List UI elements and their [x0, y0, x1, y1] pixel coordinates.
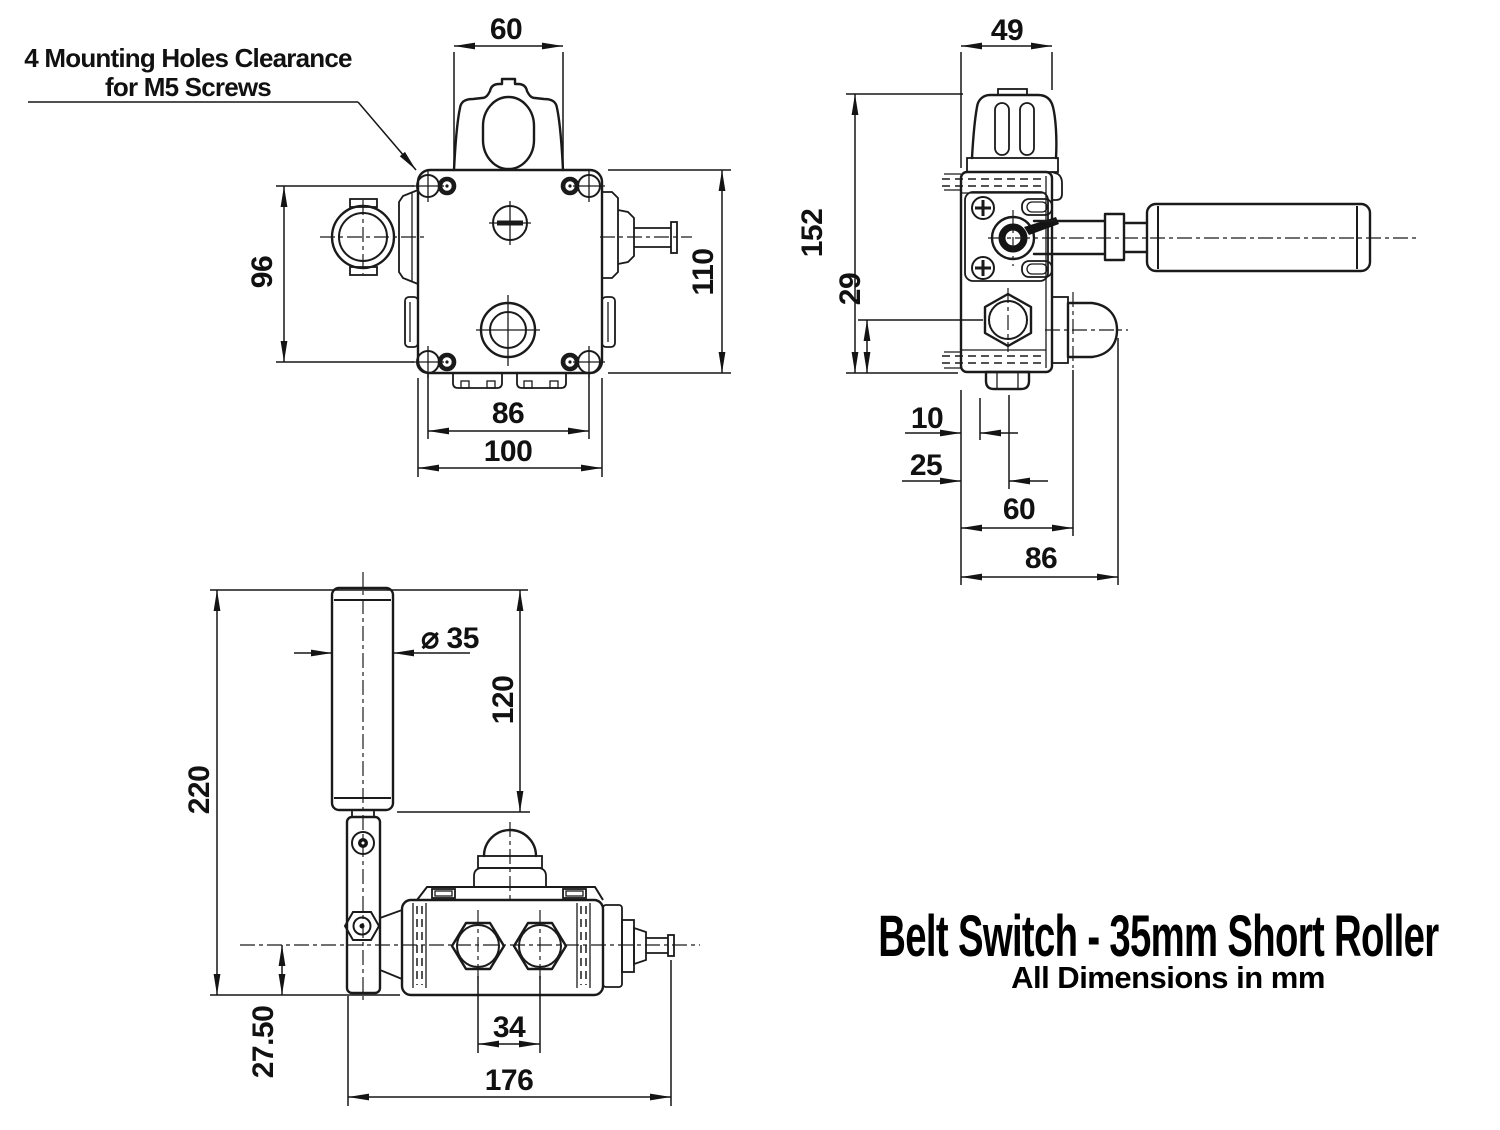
dim-overall-width: 176	[484, 1064, 534, 1097]
mounting-note-line2: for M5 Screws	[105, 72, 272, 102]
mounting-note-line1: 4 Mounting Holes Clearance	[24, 43, 352, 73]
top-view	[210, 572, 700, 1106]
dim-hole-spacing-horizontal: 86	[491, 397, 525, 430]
dim-overall-depth: 86	[1024, 542, 1058, 575]
dim-roller-length: 120	[487, 675, 520, 725]
title-block: Belt Switch - 35mm Short Roller	[842, 904, 1474, 969]
dim-overall-height: 152	[796, 208, 829, 258]
dim-slot-offset: 10	[910, 402, 944, 435]
dim-bracket-width: 60	[489, 13, 523, 46]
mounting-note: 4 Mounting Holes Clearance for M5 Screws	[20, 44, 356, 102]
drawing-title: Belt Switch - 35mm Short Roller	[877, 903, 1439, 969]
dim-plunger-center: 60	[1002, 493, 1036, 526]
dim-gland-to-base: 29	[834, 272, 867, 306]
side-view	[846, 42, 1420, 585]
dim-arm-drop: 27.50	[247, 1005, 280, 1079]
drawing-subtitle: All Dimensions in mm	[1011, 960, 1325, 995]
dim-body-height: 110	[687, 248, 720, 296]
dim-body-width: 100	[483, 435, 533, 468]
dim-gland-offset: 25	[909, 449, 943, 482]
dim-roller-diameter: ⌀ 35	[421, 622, 479, 655]
dim-gland-spacing: 34	[492, 1011, 526, 1044]
dim-hole-spacing-vertical: 96	[246, 255, 279, 289]
dim-overall-length: 220	[183, 765, 216, 815]
front-view	[28, 42, 731, 477]
dim-body-depth: 49	[990, 14, 1024, 47]
